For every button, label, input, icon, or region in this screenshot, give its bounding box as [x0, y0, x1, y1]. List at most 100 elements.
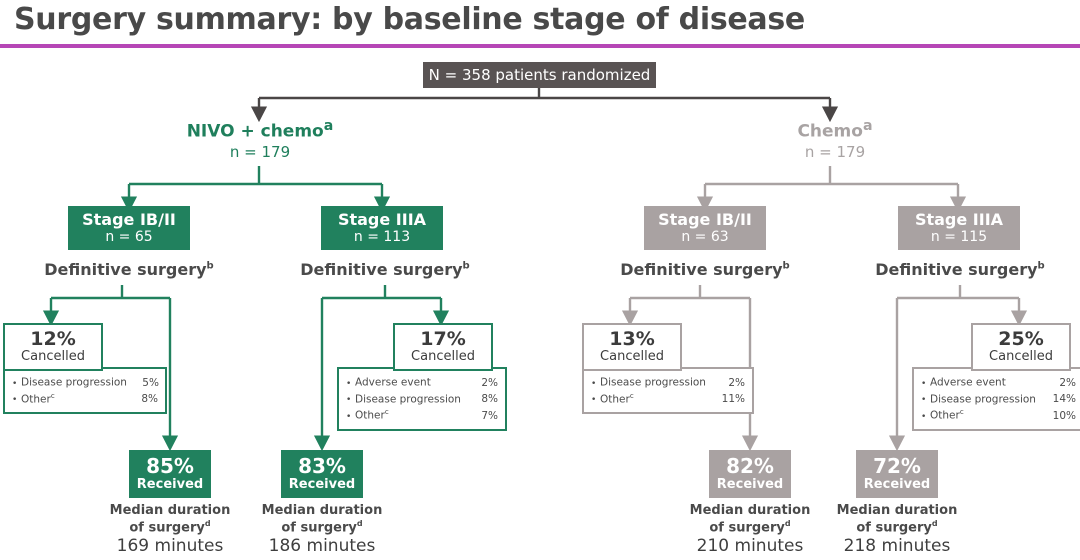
- median-duration-value-1: 169 minutes: [116, 536, 224, 556]
- arm-n-chemo: n = 179: [804, 143, 866, 162]
- cancelled-label: Cancelled: [989, 349, 1053, 365]
- median-duration-value-2: 186 minutes: [268, 536, 376, 556]
- reason-label: Disease progression: [600, 376, 706, 389]
- definitive-surgery-label-2: Definitive surgeryb: [300, 260, 470, 279]
- cancelled-reasons-1: • Disease progression 5% • Otherc 8%: [3, 367, 167, 415]
- arm-name-nivo: NIVO + chemoa: [186, 118, 334, 142]
- reason-value: 8%: [141, 393, 158, 406]
- cancelled-box-1: 12% Cancelled: [3, 323, 103, 371]
- cancelled-percent: 25%: [998, 328, 1044, 351]
- stage-n: n = 115: [930, 228, 988, 245]
- footnote-d: d: [784, 518, 791, 528]
- reason-value: 10%: [1052, 409, 1076, 422]
- bullet-icon: •: [921, 378, 927, 389]
- stage-n: n = 63: [681, 228, 729, 245]
- bullet-icon: •: [591, 395, 597, 406]
- reason-row: • Otherc 11%: [591, 391, 745, 408]
- reason-value: 2%: [1059, 376, 1076, 389]
- footnote-d: d: [356, 518, 363, 528]
- stage-name: Stage IIIA: [337, 209, 427, 229]
- reason-value: 7%: [481, 409, 498, 422]
- footnote-b: b: [206, 260, 214, 272]
- cancelled-percent: 12%: [30, 328, 76, 351]
- reason-row: • Disease progression 14%: [921, 391, 1076, 408]
- stage-box-nivo-iiia: Stage IIIA n = 113: [321, 206, 443, 250]
- arm-label-nivo: NIVO + chemoa n = 179: [160, 118, 360, 161]
- median-duration-value-3: 210 minutes: [696, 536, 804, 556]
- received-label: Received: [716, 477, 784, 493]
- cancelled-label: Cancelled: [21, 349, 85, 365]
- reason-row: • Adverse event 2%: [921, 374, 1076, 391]
- cancelled-box-3: 13% Cancelled: [582, 323, 682, 371]
- stage-n: n = 65: [105, 228, 153, 245]
- stage-n: n = 113: [353, 228, 411, 245]
- page-title: Surgery summary: by baseline stage of di…: [14, 2, 805, 37]
- stage-name: Stage IB/II: [82, 209, 176, 229]
- reason-label: Adverse event: [355, 376, 431, 389]
- arm-footnote-a: a: [862, 118, 873, 134]
- reason-row: • Disease progression 5%: [12, 374, 159, 391]
- definitive-surgery-label-3: Definitive surgeryb: [620, 260, 790, 279]
- cancelled-label: Cancelled: [411, 349, 475, 365]
- received-box-1: 85% Received: [129, 450, 211, 498]
- stage-name: Stage IIIA: [914, 209, 1004, 229]
- arm-footnote-a: a: [323, 118, 334, 134]
- footnote-b: b: [782, 260, 790, 272]
- bullet-icon: •: [921, 395, 927, 406]
- cancelled-percent: 17%: [420, 328, 466, 351]
- received-box-4: 72% Received: [856, 450, 938, 498]
- reason-value: 8%: [481, 393, 498, 406]
- reason-row: • Adverse event 2%: [346, 374, 498, 391]
- reason-value: 11%: [721, 393, 745, 406]
- median-duration-caption-2: Median duration of surgeryd: [261, 503, 383, 535]
- received-label: Received: [863, 477, 931, 493]
- stage-name: Stage IB/II: [658, 209, 752, 229]
- bullet-icon: •: [921, 411, 927, 422]
- arm-name-chemo: Chemoa: [797, 118, 873, 142]
- arm-label-chemo: Chemoa n = 179: [735, 118, 935, 161]
- cancelled-reasons-4: • Adverse event 2% • Disease progression…: [912, 367, 1080, 432]
- footnote-b: b: [1037, 260, 1045, 272]
- footnote-d: d: [204, 518, 211, 528]
- reason-label: Disease progression: [930, 393, 1036, 406]
- footnote-d: d: [931, 518, 938, 528]
- reason-label: Otherc: [355, 408, 389, 422]
- cancelled-reasons-3: • Disease progression 2% • Otherc 11%: [582, 367, 754, 415]
- reason-row: • Otherc 7%: [346, 407, 498, 424]
- received-percent: 82%: [726, 454, 774, 479]
- bullet-icon: •: [346, 411, 352, 422]
- reason-label: Otherc: [930, 408, 964, 422]
- reason-label: Otherc: [21, 391, 55, 406]
- reason-value: 5%: [142, 376, 159, 389]
- reason-row: • Otherc 8%: [12, 391, 158, 408]
- median-duration-value-4: 218 minutes: [843, 536, 951, 556]
- reason-row: • Disease progression 2%: [591, 374, 745, 391]
- cancelled-label: Cancelled: [600, 349, 664, 365]
- received-box-2: 83% Received: [281, 450, 363, 498]
- reason-value: 2%: [481, 376, 498, 389]
- reason-label: Disease progression: [21, 376, 127, 389]
- stage-box-chemo-ib-ii: Stage IB/II n = 63: [644, 206, 766, 250]
- stage-box-nivo-ib-ii: Stage IB/II n = 65: [68, 206, 190, 250]
- reason-value: 14%: [1052, 393, 1076, 406]
- definitive-surgery-label-4: Definitive surgeryb: [875, 260, 1045, 279]
- bullet-icon: •: [346, 395, 352, 406]
- reason-row: • Otherc 10%: [921, 407, 1076, 424]
- median-duration-caption-1: Median duration of surgeryd: [109, 503, 231, 535]
- median-duration-caption-3: Median duration of surgeryd: [689, 503, 811, 535]
- randomized-box: N = 358 patients randomized: [423, 62, 656, 88]
- median-duration-caption-4: Median duration of surgeryd: [836, 503, 958, 535]
- cancelled-box-2: 17% Cancelled: [393, 323, 493, 371]
- stage-box-chemo-iiia: Stage IIIA n = 115: [898, 206, 1020, 250]
- received-percent: 85%: [146, 454, 194, 479]
- definitive-surgery-label-1: Definitive surgeryb: [44, 260, 214, 279]
- title-divider: [0, 44, 1080, 48]
- bullet-icon: •: [591, 378, 597, 389]
- bullet-icon: •: [12, 395, 18, 406]
- footnote-b: b: [462, 260, 470, 272]
- reason-value: 2%: [728, 376, 745, 389]
- received-box-3: 82% Received: [709, 450, 791, 498]
- bullet-icon: •: [12, 378, 18, 389]
- reason-row: • Disease progression 8%: [346, 391, 498, 408]
- cancelled-reasons-2: • Adverse event 2% • Disease progression…: [337, 367, 507, 432]
